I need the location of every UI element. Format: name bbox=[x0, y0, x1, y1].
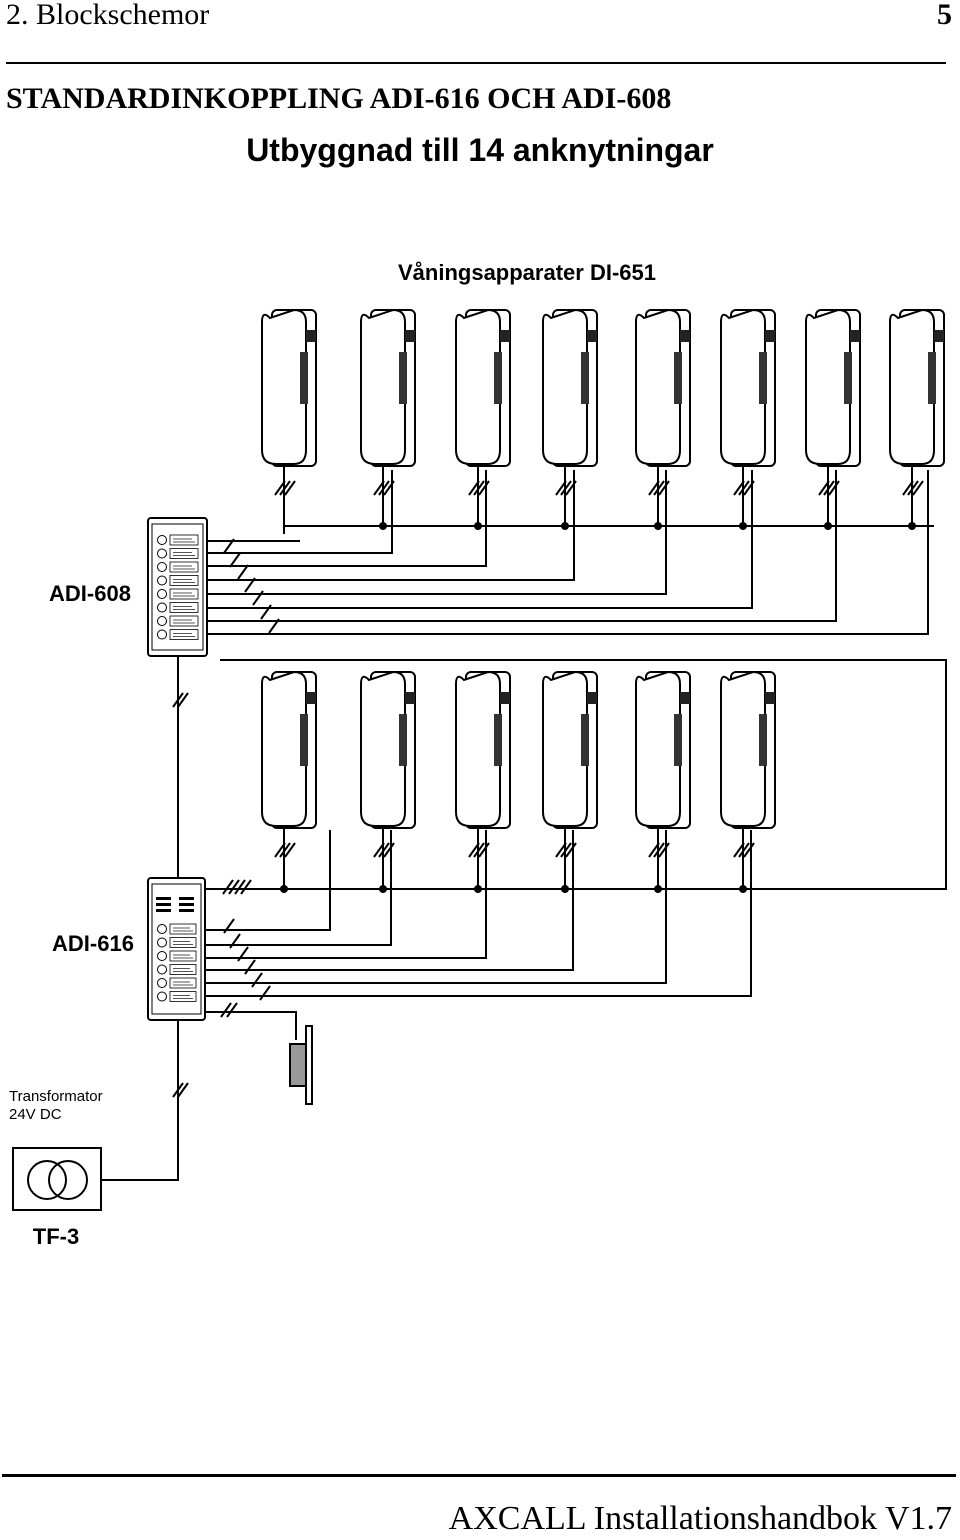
door-lock-icon bbox=[289, 1025, 313, 1105]
handset-icon bbox=[261, 308, 317, 467]
handsets-label: Våningsapparater DI-651 bbox=[398, 260, 656, 285]
call-button-icon bbox=[157, 951, 167, 961]
handset-icon bbox=[360, 670, 416, 829]
junction-dot bbox=[379, 885, 387, 893]
handset-row-top bbox=[261, 308, 945, 467]
call-button-icon bbox=[157, 978, 167, 988]
handset-icon bbox=[635, 308, 691, 467]
transformer-model-label: TF-3 bbox=[33, 1224, 79, 1249]
call-button-icon bbox=[157, 589, 167, 599]
section-heading: 2. Blockschemor bbox=[6, 0, 210, 31]
page-number: 5 bbox=[937, 0, 952, 31]
handset-icon bbox=[455, 670, 511, 829]
panel-top-label: ADI-608 bbox=[49, 581, 131, 606]
footer-divider bbox=[2, 1474, 956, 1477]
footer-text: AXCALL Installationshandbok V1.7 bbox=[448, 1500, 952, 1537]
junction-dot bbox=[474, 885, 482, 893]
junction-dot bbox=[561, 885, 569, 893]
call-button-icon bbox=[157, 616, 167, 626]
call-button-icon bbox=[157, 535, 167, 545]
junction-dot bbox=[654, 885, 662, 893]
transformer-voltage-label: 24V DC bbox=[9, 1106, 62, 1123]
wiring-lines bbox=[102, 466, 947, 1181]
call-button-icon bbox=[157, 964, 167, 975]
page-subtitle: Utbyggnad till 14 anknytningar bbox=[246, 132, 714, 168]
handset-icon bbox=[542, 670, 598, 829]
handset-icon bbox=[889, 308, 945, 467]
call-button-icon bbox=[157, 575, 167, 586]
handset-icon bbox=[720, 670, 776, 829]
call-button-icon bbox=[157, 562, 167, 572]
header-divider bbox=[6, 62, 946, 64]
handset-icon bbox=[635, 670, 691, 829]
call-button-icon bbox=[157, 924, 167, 934]
panel-bottom-label: ADI-616 bbox=[52, 931, 134, 956]
handset-icon bbox=[360, 308, 416, 467]
transformer-icon bbox=[12, 1147, 102, 1211]
handset-icon bbox=[542, 308, 598, 467]
handset-icon bbox=[720, 308, 776, 467]
handset-icon bbox=[455, 308, 511, 467]
call-button-icon bbox=[157, 629, 167, 640]
page-title: STANDARDINKOPPLING ADI-616 OCH ADI-608 bbox=[6, 82, 672, 115]
call-button-icon bbox=[157, 548, 167, 559]
handset-icon bbox=[805, 308, 861, 467]
junction-dot bbox=[739, 885, 747, 893]
transformer-label: Transformator bbox=[9, 1088, 103, 1105]
door-panel-adi-616 bbox=[147, 877, 206, 1021]
handset-icon bbox=[261, 670, 317, 829]
call-button-icon bbox=[157, 991, 167, 1002]
call-button-icon bbox=[157, 602, 167, 613]
call-button-icon bbox=[157, 937, 167, 948]
door-panel-adi-608 bbox=[147, 517, 208, 657]
handset-row-bottom bbox=[261, 670, 776, 829]
junction-dot bbox=[280, 885, 288, 893]
